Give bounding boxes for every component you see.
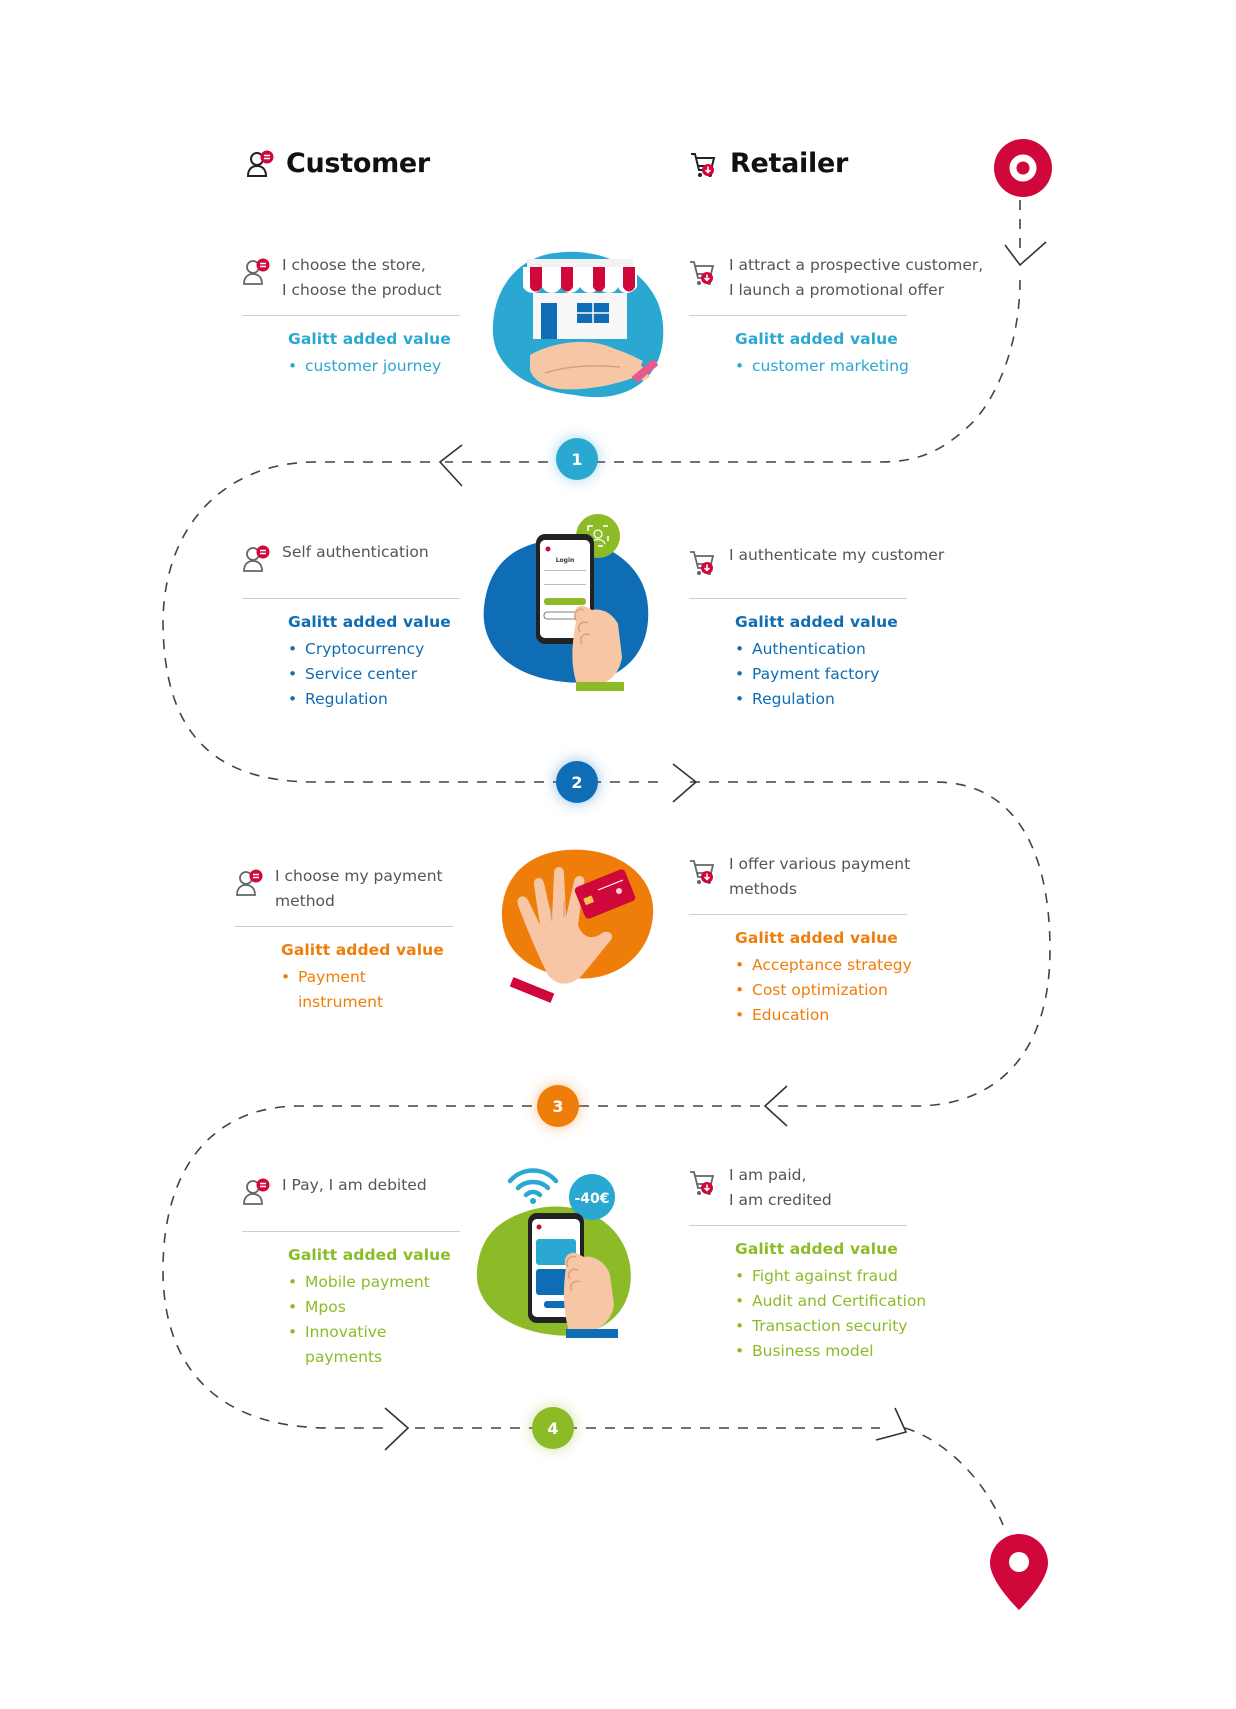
customer-statement: I choose the store, I choose the product: [282, 256, 442, 299]
value-item: Business model: [735, 1339, 989, 1364]
value-item: Mobile payment: [288, 1270, 462, 1295]
value-item: Fight against fraud: [735, 1264, 989, 1289]
price-badge-text: -40€: [574, 1191, 609, 1207]
value-title: Galitt added value: [288, 330, 451, 348]
step-1-retailer-block: I attract a prospective customer, I laun…: [689, 253, 989, 379]
value-item: Payment instrument: [281, 965, 455, 1015]
value-item: Regulation: [735, 687, 989, 712]
retailer-statement: I offer various payment methods: [729, 855, 911, 898]
hand-card-illustration: [501, 849, 654, 1003]
end-location-pin-icon: [990, 1534, 1048, 1610]
value-item: Authentication: [735, 637, 989, 662]
divider: [689, 1225, 907, 1226]
step-2-number: 2: [556, 761, 598, 803]
cart-icon: [690, 261, 715, 285]
cart-icon: [690, 551, 715, 575]
divider: [235, 926, 453, 927]
divider: [242, 1231, 460, 1232]
customer-title-text: Customer: [286, 148, 430, 179]
cart-icon: [690, 1171, 715, 1195]
retailer-statement: I attract a prospective customer, I laun…: [729, 256, 984, 299]
user-message-icon: [236, 869, 263, 896]
value-item: Regulation: [288, 687, 462, 712]
customer-statement: I choose my payment method: [275, 867, 443, 910]
step-4-customer-block: I Pay, I am debited Galitt added value M…: [242, 1173, 462, 1370]
divider: [689, 598, 907, 599]
retailer-statement: I authenticate my customer: [729, 546, 945, 564]
value-item: Acceptance strategy: [735, 953, 989, 978]
value-item: Audit and Certification: [735, 1289, 989, 1314]
retailer-title-text: Retailer: [730, 148, 848, 179]
value-item: Education: [735, 1003, 989, 1028]
user-message-icon: [246, 150, 274, 177]
divider: [689, 315, 907, 316]
retailer-column-title: Retailer: [690, 148, 848, 179]
value-title: Galitt added value: [288, 1246, 451, 1264]
customer-statement: Self authentication: [282, 543, 429, 561]
value-item: Innovative payments: [288, 1320, 462, 1370]
user-message-icon: [243, 1178, 270, 1205]
value-item: Payment factory: [735, 662, 989, 687]
store-on-hand-illustration: [492, 251, 664, 398]
retailer-statement: I am paid, I am credited: [729, 1166, 832, 1209]
phone-login-illustration: Login: [483, 514, 649, 691]
user-message-icon: [243, 545, 270, 572]
cart-icon: [690, 860, 715, 884]
divider: [242, 315, 460, 316]
step-4-retailer-block: I am paid, I am credited Galitt added va…: [689, 1163, 989, 1364]
phone-login-text: Login: [556, 557, 575, 564]
step-3-retailer-block: I offer various payment methods Galitt a…: [689, 852, 989, 1028]
cart-icon: [691, 152, 716, 177]
step-1-customer-block: I choose the store, I choose the product…: [242, 253, 462, 379]
value-title: Galitt added value: [735, 330, 898, 348]
value-title: Galitt added value: [281, 941, 444, 959]
value-title: Galitt added value: [735, 1240, 898, 1258]
value-item: customer journey: [288, 354, 462, 379]
value-item: Mpos: [288, 1295, 462, 1320]
step-3-customer-block: I choose my payment method Galitt added …: [235, 864, 455, 1015]
divider: [242, 598, 460, 599]
step-2-customer-block: Self authentication Galitt added value C…: [242, 540, 462, 712]
mobile-payment-illustration: -40€: [476, 1168, 631, 1338]
value-item: customer marketing: [735, 354, 989, 379]
customer-statement: I Pay, I am debited: [282, 1176, 427, 1194]
customer-column-title: Customer: [246, 148, 430, 179]
user-message-icon: [243, 258, 270, 285]
value-item: Transaction security: [735, 1314, 989, 1339]
value-title: Galitt added value: [735, 613, 898, 631]
value-title: Galitt added value: [288, 613, 451, 631]
divider: [689, 914, 907, 915]
step-1-number: 1: [556, 438, 598, 480]
step-3-number: 3: [537, 1085, 579, 1127]
start-location-icon: [994, 139, 1052, 197]
value-item: Cryptocurrency: [288, 637, 462, 662]
value-item: Cost optimization: [735, 978, 989, 1003]
step-2-retailer-block: I authenticate my customer Galitt added …: [689, 543, 989, 712]
step-4-number: 4: [532, 1407, 574, 1449]
value-title: Galitt added value: [735, 929, 898, 947]
value-item: Service center: [288, 662, 462, 687]
